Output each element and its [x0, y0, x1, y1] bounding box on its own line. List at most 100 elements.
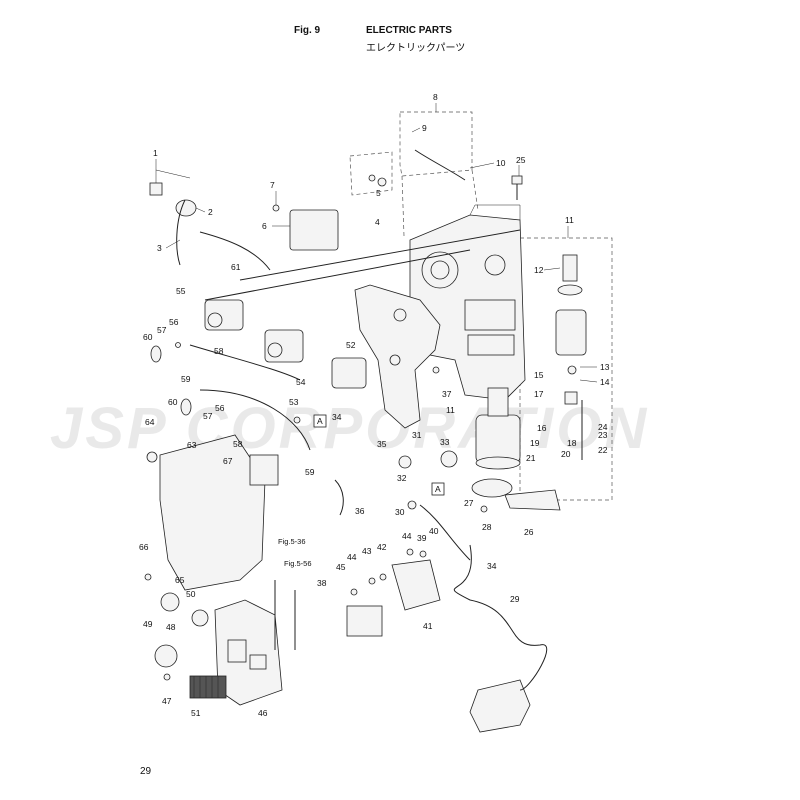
- callout-20: 20: [561, 449, 571, 459]
- wire-36: [334, 479, 344, 516]
- callout-61: 61: [231, 262, 241, 272]
- key-switch: [149, 182, 197, 217]
- callout-6: 6: [262, 221, 267, 231]
- callout-55: 55: [176, 286, 186, 296]
- starter-detail: [555, 254, 587, 460]
- starter-motor: [475, 387, 521, 470]
- box-marker-a-1: A: [313, 414, 327, 428]
- callout-59b: 59: [305, 467, 315, 477]
- callout-56a: 56: [169, 317, 179, 327]
- callout-34a: 34: [332, 412, 342, 422]
- callout-25: 25: [516, 155, 526, 165]
- callout-57a: 57: [157, 325, 167, 335]
- box-marker-a-2: A: [431, 482, 445, 496]
- group-box-4: [349, 151, 393, 196]
- callout-15: 15: [534, 370, 544, 380]
- callout-19: 19: [530, 438, 540, 448]
- callout-52: 52: [346, 340, 356, 350]
- callout-37: 37: [442, 389, 452, 399]
- callout-26: 26: [524, 527, 534, 537]
- callout-60b: 60: [168, 397, 178, 407]
- callout-38: 38: [317, 578, 327, 588]
- ref-fig-5-36: Fig.5-36: [278, 537, 306, 546]
- callout-47: 47: [162, 696, 172, 706]
- bracket-41: [391, 559, 441, 611]
- wire-harness-3: [176, 199, 186, 266]
- callout-17: 17: [534, 389, 544, 399]
- callout-31: 31: [412, 430, 422, 440]
- callout-48: 48: [166, 622, 176, 632]
- callout-60a: 60: [143, 332, 153, 342]
- callout-36: 36: [355, 506, 365, 516]
- callout-57b: 57: [203, 411, 213, 421]
- ignition-coil: [289, 209, 339, 251]
- callout-53: 53: [289, 397, 299, 407]
- bolt-25: [511, 175, 523, 200]
- leader-lines: [155, 103, 598, 383]
- cable-34: [419, 504, 471, 561]
- callout-28: 28: [482, 522, 492, 532]
- callout-66: 66: [139, 542, 149, 552]
- callout-54: 54: [296, 377, 306, 387]
- callout-30: 30: [395, 507, 405, 517]
- callout-27: 27: [464, 498, 474, 508]
- group-leader-8b: [471, 169, 479, 211]
- callout-4: 4: [375, 217, 380, 227]
- callout-59a: 59: [181, 374, 191, 384]
- callout-64: 64: [145, 417, 155, 427]
- callout-56b: 56: [215, 403, 225, 413]
- figure-label: Fig. 9: [294, 25, 321, 36]
- callout-9: 9: [422, 123, 427, 133]
- rectifier-regulator: [189, 675, 227, 699]
- callout-43: 43: [362, 546, 372, 556]
- callout-44a: 44: [402, 531, 412, 541]
- svg-text:A: A: [435, 484, 441, 494]
- relay-55: [204, 299, 244, 331]
- callout-49: 49: [143, 619, 153, 629]
- cdi-unit: [346, 605, 383, 637]
- engine-block: [409, 204, 526, 401]
- figure-title: ELECTRIC PARTS: [366, 25, 452, 36]
- callout-18: 18: [567, 438, 577, 448]
- callout-12: 12: [534, 265, 544, 275]
- group-box-8: [399, 111, 473, 177]
- battery: [469, 679, 531, 733]
- starter-band: [471, 478, 513, 498]
- callout-29: 29: [510, 594, 520, 604]
- coil-49: [160, 592, 180, 612]
- callout-13: 13: [600, 362, 610, 372]
- callout-63: 63: [187, 440, 197, 450]
- page-number: 29: [140, 766, 152, 777]
- callout-33: 33: [440, 437, 450, 447]
- fasteners: [144, 174, 488, 681]
- callout-14: 14: [600, 377, 610, 387]
- hose-lines: [274, 580, 296, 650]
- electrical-bracket: [354, 284, 441, 429]
- callout-42: 42: [377, 542, 387, 552]
- wire-harness-61: [199, 231, 271, 271]
- starter-bracket: [504, 489, 561, 511]
- svg-text:A: A: [317, 416, 323, 426]
- callout-40: 40: [429, 526, 439, 536]
- callout-11b: 11: [446, 405, 455, 415]
- callout-22: 22: [598, 445, 608, 455]
- callout-50: 50: [186, 589, 196, 599]
- callout-24: 24: [598, 422, 608, 432]
- callout-51: 51: [191, 708, 201, 718]
- callout-67: 67: [223, 456, 233, 466]
- callout-58a: 58: [214, 346, 224, 356]
- callout-44b: 44: [347, 552, 357, 562]
- group-leader-8: [401, 175, 405, 237]
- callout-65: 65: [175, 575, 185, 585]
- wire-59: [199, 389, 311, 451]
- callout-5: 5: [376, 188, 381, 198]
- callout-2: 2: [208, 207, 213, 217]
- callout-41: 41: [423, 621, 433, 631]
- callout-34b: 34: [487, 561, 497, 571]
- callout-labels: 1 2 3 4 5 6 7 8 9 10 11 11 12 13 14 15 1…: [139, 92, 610, 718]
- lower-cover: [159, 434, 279, 591]
- callout-32: 32: [397, 473, 407, 483]
- callout-10: 10: [496, 158, 506, 168]
- relay-52: [331, 357, 367, 389]
